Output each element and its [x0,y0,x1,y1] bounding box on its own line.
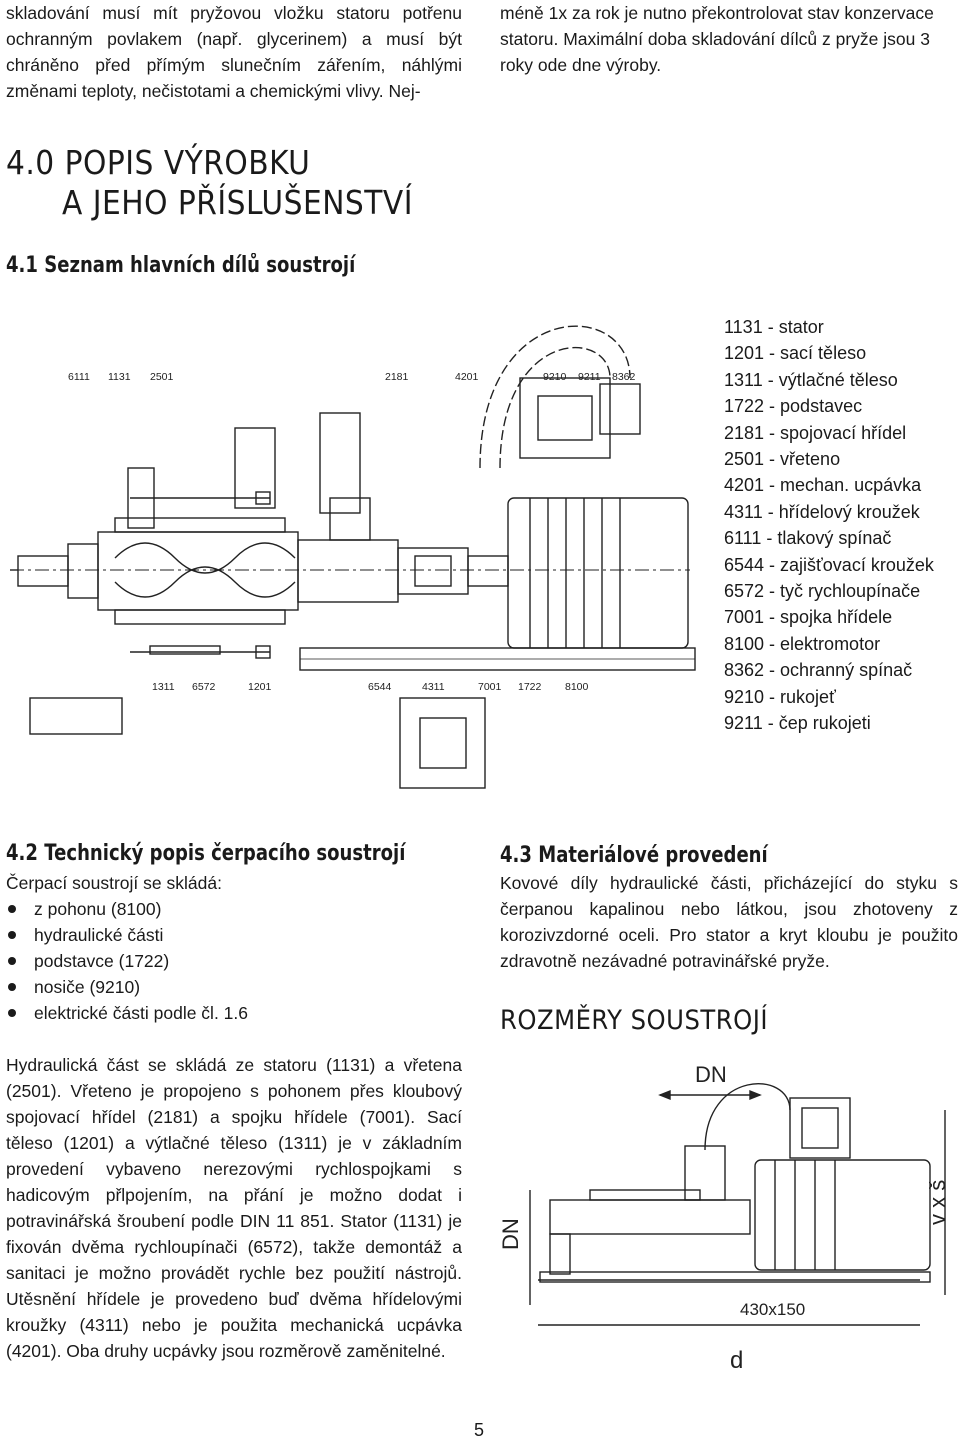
section-title-line1: 4.0 POPIS VÝROBKU [6,143,311,182]
callout-1722: 1722 [518,681,542,693]
callout-6111: 6111 [68,371,90,383]
callout-9211: 9211 [578,371,601,383]
tech-list-item: elektrické části podle čl. 1.6 [6,1000,248,1026]
parts-list-item: 8362 - ochranný spínač [724,660,913,681]
tech-heading: 4.2 Technický popis čerpacího soustrojí [6,841,406,866]
parts-list-item: 1722 - podstavec [724,396,863,417]
parts-list-item: 2181 - spojovací hřídel [724,422,907,443]
parts-list-item: 4311 - hřídelový kroužek [724,501,920,522]
parts-list-item: 7001 - spojka hřídele [724,607,893,628]
tech-list-item: nosiče (9210) [6,974,248,1000]
parts-list: 1131 - stator 1201 - sací těleso 1311 - … [724,314,934,737]
callout-6544: 6544 [368,681,392,693]
callout-4201: 4201 [455,371,479,383]
material-heading: 4.3 Materiálové provedení [500,843,768,868]
dim-label-base: 430x150 [740,1300,805,1319]
parts-list-item: 6544 - zajišťovací kroužek [724,554,934,575]
callout-8100: 8100 [565,681,589,693]
dimensions-heading: ROZMĚRY SOUSTROJÍ [500,1005,769,1036]
parts-list-item: 2501 - vřeteno [724,449,841,470]
callout-1201: 1201 [248,681,272,693]
parts-list-item: 1131 - stator [724,317,824,337]
parts-list-item: 8100 - elektromotor [724,633,881,654]
callout-6572: 6572 [192,681,216,693]
callout-8362: 8362 [612,371,636,383]
dim-label-vxs: v x š [925,1180,950,1225]
parts-list-item: 9210 - rukojeť [724,686,836,707]
parts-list-item: 1201 - sací těleso [724,343,867,364]
intro-right-paragraph: méně 1x za rok je nutno překontrolovat s… [500,3,934,75]
pump-assembly-drawing: 6111 1131 2501 2181 4201 9210 9211 8362 … [10,325,696,789]
parts-list-item: 1311 - výtlačné těleso [724,369,898,390]
dim-label-dn-left: DN [498,1218,523,1250]
dimensions-drawing: DN DN v x š 430x150 d [498,1062,950,1374]
callout-9210: 9210 [543,371,567,383]
parts-list-item: 6111 - tlakový spínač [724,528,892,549]
callout-7001: 7001 [478,681,502,693]
intro-left-paragraph: skladování musí mít pryžovou vložku stat… [6,3,462,101]
callout-2181: 2181 [385,371,409,383]
tech-list-item: z pohonu (8100) [6,896,248,922]
parts-list-item: 6572 - tyč rychloupínače [724,581,921,602]
parts-list-item: 4201 - mechan. ucpávka [724,475,922,496]
dim-label-d: d [730,1347,743,1374]
material-paragraph: Kovové díly hydraulické části, přicházej… [500,873,958,971]
tech-paragraph: Hydraulická část se skládá ze statoru (1… [6,1055,462,1361]
page-number: 5 [474,1420,485,1440]
callout-1131: 1131 [108,371,131,383]
callout-2501: 2501 [150,371,174,383]
tech-intro: Čerpací soustrojí se skládá: [6,873,222,893]
section-title-line2: A JEHO PŘÍSLUŠENSTVÍ [62,183,413,222]
tech-list-item: hydraulické části [6,922,248,948]
tech-component-list: z pohonu (8100) hydraulické části podsta… [6,896,248,1026]
callout-4311: 4311 [422,681,445,693]
tech-list-item: podstavce (1722) [6,948,248,974]
parts-list-item: 9211 - čep rukojeti [724,713,871,734]
callout-1311: 1311 [152,681,175,693]
parts-heading: 4.1 Seznam hlavních dílů soustrojí [6,253,356,278]
dim-label-dn-top: DN [695,1062,727,1087]
